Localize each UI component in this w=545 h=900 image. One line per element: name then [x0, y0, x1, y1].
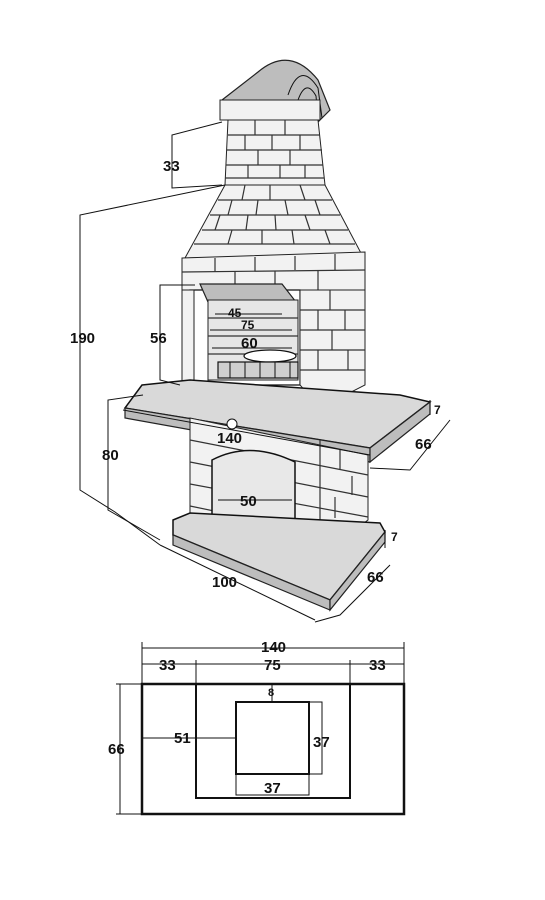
hood-pyramid	[184, 184, 363, 259]
label-grate-width-inner: 75	[241, 318, 255, 332]
label-base-depth: 66	[367, 569, 384, 586]
elevation-dimensions	[79, 121, 451, 623]
label-firebox-width: 50	[240, 493, 257, 510]
label-grill-width: 60	[241, 335, 258, 352]
chimney-stack	[224, 119, 326, 186]
ash-vent	[226, 418, 238, 430]
label-total-height: 190	[70, 330, 95, 347]
label-plan-top-gap: 8	[268, 687, 274, 699]
label-grill-height: 56	[150, 330, 167, 347]
chimney-cap	[219, 99, 321, 121]
label-chimney-width: 33	[163, 158, 180, 175]
plan-view	[116, 642, 406, 816]
grill-grate	[217, 349, 299, 379]
label-counter-depth: 66	[415, 436, 432, 453]
label-plan-center-width: 75	[264, 657, 281, 674]
firebox-opening	[211, 449, 296, 536]
plan-inner-rect	[235, 701, 310, 775]
label-base-width: 100	[212, 574, 237, 591]
label-plan-opening-height: 37	[313, 734, 330, 751]
label-counter-width: 140	[217, 430, 242, 447]
label-plan-opening-width: 37	[264, 780, 281, 797]
label-base-thickness: 7	[391, 530, 398, 544]
grill-left-wall	[181, 289, 195, 386]
elevation-labels: 33 190 56 45 75 60 140 80 50 100 66 7 66…	[70, 158, 441, 591]
plan-labels: 140 33 75 33 66 51 8 37 37	[108, 639, 386, 797]
elevation-view	[123, 59, 432, 612]
label-plan-inner-offset: 51	[174, 730, 191, 747]
label-counter-thickness: 7	[434, 403, 441, 417]
label-plan-left-margin: 33	[159, 657, 176, 674]
label-plan-overall-width: 140	[261, 639, 286, 656]
label-counter-height: 80	[102, 447, 119, 464]
label-plan-right-margin: 33	[369, 657, 386, 674]
label-plan-overall-depth: 66	[108, 741, 125, 758]
label-grate-depth: 45	[228, 306, 242, 320]
plan-middle-rect	[195, 683, 351, 799]
